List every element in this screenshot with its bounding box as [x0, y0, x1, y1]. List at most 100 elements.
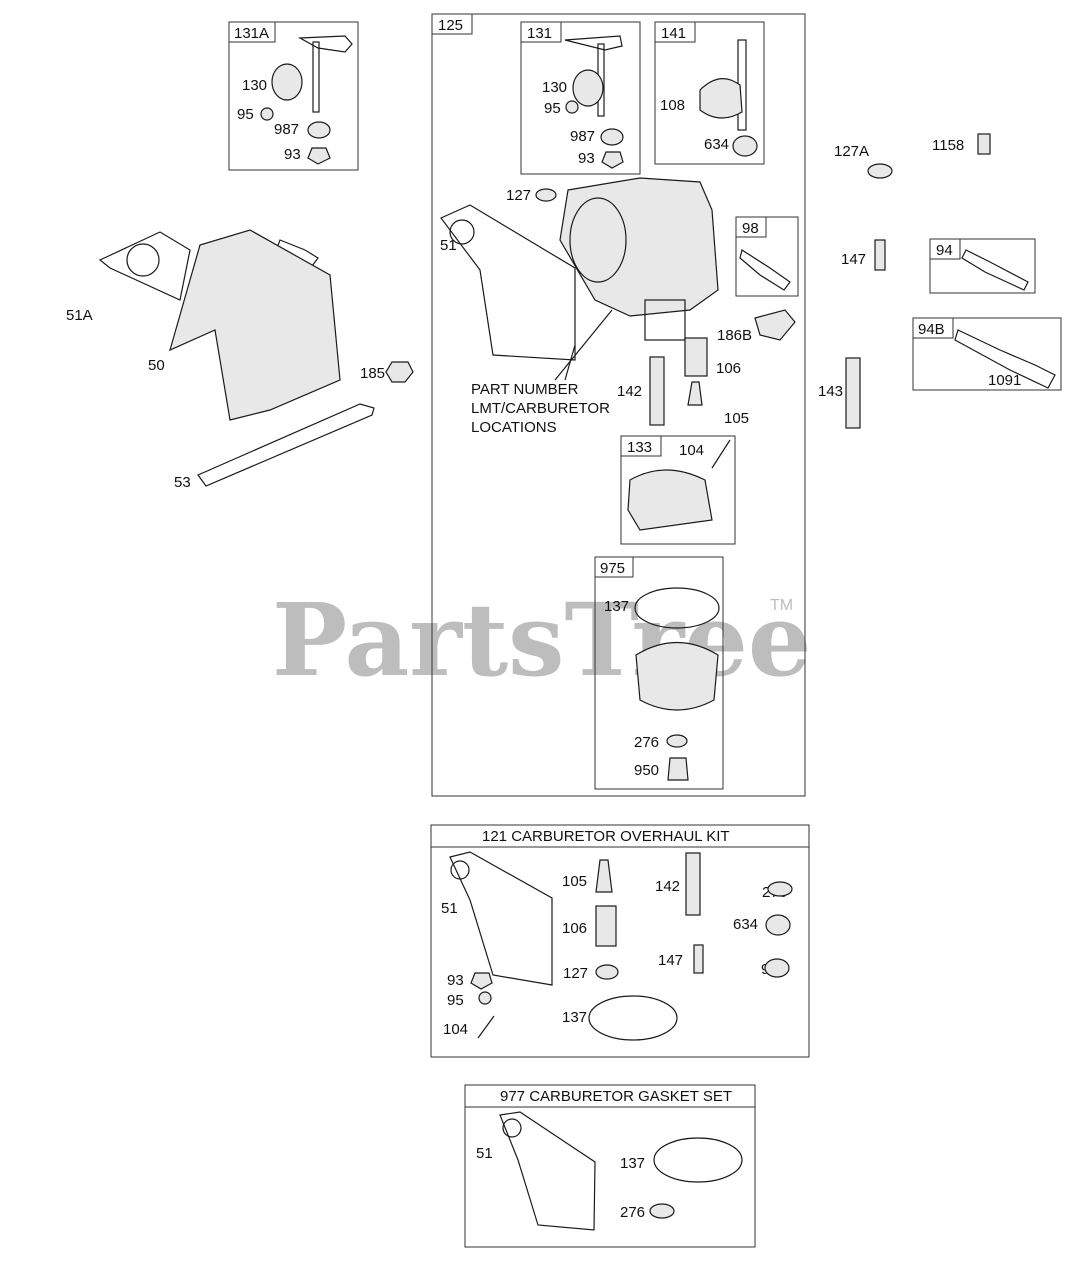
label-k147: 147	[658, 952, 683, 969]
label-b142: 142	[617, 383, 642, 400]
bowl-nut-icon[interactable]	[667, 757, 689, 781]
label-a95: 95	[237, 106, 254, 123]
label-k127: 127	[563, 965, 588, 982]
group-975-box	[594, 556, 724, 790]
gasket-set-box	[464, 1084, 756, 1248]
group-98-tag[interactable]: 98	[742, 220, 759, 237]
label-b950: 950	[634, 762, 659, 779]
o-ring-icon[interactable]	[653, 1137, 743, 1183]
intake-manifold-icon[interactable]	[169, 229, 341, 421]
seal-icon[interactable]	[595, 964, 619, 980]
idle-screw-icon[interactable]	[739, 249, 791, 291]
manifold-gasket-icon[interactable]	[98, 231, 191, 301]
group-94B-box	[912, 317, 1062, 391]
stud-icon[interactable]	[197, 403, 375, 487]
label-g137: 137	[620, 1155, 645, 1172]
screw-icon[interactable]	[693, 944, 704, 974]
pin-icon[interactable]	[711, 439, 731, 469]
group-94-tag[interactable]: 94	[936, 242, 953, 259]
seal-icon[interactable]	[764, 958, 790, 978]
group-975-tagbox	[594, 556, 634, 578]
elbow-fitting-icon[interactable]	[754, 309, 796, 341]
watermark-tm: TM	[770, 597, 793, 614]
needle-valve-icon[interactable]	[595, 859, 613, 893]
label-b127A: 127A	[834, 143, 869, 160]
label-b137: 137	[604, 598, 629, 615]
washer-icon[interactable]	[307, 147, 331, 165]
nut-icon[interactable]	[385, 361, 414, 383]
needle-valve-icon[interactable]	[687, 381, 703, 406]
screw-icon[interactable]	[260, 107, 274, 121]
spacer-icon[interactable]	[684, 337, 708, 377]
pin-icon[interactable]	[477, 1015, 495, 1039]
limiter-cap-icon[interactable]	[954, 329, 1056, 389]
seal-icon[interactable]	[307, 121, 331, 139]
carburetor-gasket-icon[interactable]	[449, 851, 553, 986]
jet-tube-icon[interactable]	[845, 357, 861, 429]
screw-icon[interactable]	[565, 100, 579, 114]
washer-icon[interactable]	[649, 1203, 675, 1219]
group-131A-tagbox	[228, 21, 276, 43]
label-b130: 130	[542, 79, 567, 96]
label-k93: 93	[447, 972, 464, 989]
seal-icon[interactable]	[867, 163, 893, 179]
o-ring-icon[interactable]	[588, 995, 678, 1041]
screw-icon[interactable]	[478, 991, 492, 1005]
label-b51: 51	[440, 237, 457, 254]
washer-icon[interactable]	[767, 881, 793, 897]
group-975-tag[interactable]: 975	[600, 560, 625, 577]
float-bowl-icon[interactable]	[635, 641, 719, 711]
group-131A-tag[interactable]: 131A	[234, 25, 269, 42]
label-m185: 185	[360, 365, 385, 382]
label-b186B: 186B	[717, 327, 752, 344]
label-k634: 634	[733, 916, 758, 933]
note-line-1: PART NUMBER	[471, 381, 579, 398]
note-line-2: LMT/CARBURETOR	[471, 400, 610, 417]
label-k105: 105	[562, 873, 587, 890]
label-b987: 987	[570, 128, 595, 145]
carburetor-body-icon[interactable]	[559, 177, 719, 341]
gasket-set-header	[464, 1084, 756, 1108]
label-m50: 50	[148, 357, 165, 374]
label-a130: 130	[242, 77, 267, 94]
throttle-shaft-icon[interactable]	[271, 35, 353, 113]
screw-icon[interactable]	[874, 239, 886, 271]
carburetor-gasket-icon[interactable]	[499, 1111, 596, 1231]
spring-icon[interactable]	[765, 914, 791, 936]
group-131-tag[interactable]: 131	[527, 25, 552, 42]
label-b276: 276	[634, 734, 659, 751]
group-94B-tag[interactable]: 94B	[918, 321, 945, 338]
washer-icon[interactable]	[601, 151, 624, 169]
mixture-screw-icon[interactable]	[961, 249, 1029, 291]
label-k95: 95	[447, 992, 464, 1009]
jet-tube-icon[interactable]	[685, 852, 701, 916]
seal-icon[interactable]	[535, 188, 557, 202]
overhaul-kit-header	[430, 824, 810, 848]
label-a93: 93	[284, 146, 301, 163]
washer-icon[interactable]	[666, 734, 688, 748]
washer-icon[interactable]	[470, 972, 493, 990]
label-b1158: 1158	[932, 137, 964, 154]
choke-shaft-icon[interactable]	[699, 39, 758, 157]
jet-tube-icon[interactable]	[649, 356, 665, 426]
note-leader-1	[554, 309, 613, 381]
label-b104: 104	[679, 442, 704, 459]
throttle-shaft-icon[interactable]	[564, 35, 623, 117]
label-g276: 276	[620, 1204, 645, 1221]
spacer-icon[interactable]	[595, 905, 617, 947]
label-b1091: 1091	[988, 372, 1021, 389]
group-133-tagbox	[620, 435, 662, 457]
carburetor-gasket-icon[interactable]	[440, 204, 576, 361]
overhaul-kit-box	[430, 824, 810, 1058]
seal-icon[interactable]	[600, 128, 624, 146]
group-125-tag[interactable]: 125	[438, 17, 463, 34]
group-141-tag[interactable]: 141	[661, 25, 686, 42]
group-133-tag[interactable]: 133	[627, 439, 652, 456]
gasket-set-title: 977 CARBURETOR GASKET SET	[500, 1088, 732, 1105]
label-b93: 93	[578, 150, 595, 167]
float-icon[interactable]	[627, 469, 713, 531]
screw-icon[interactable]	[977, 133, 991, 155]
o-ring-icon[interactable]	[634, 587, 720, 629]
label-b95: 95	[544, 100, 561, 117]
